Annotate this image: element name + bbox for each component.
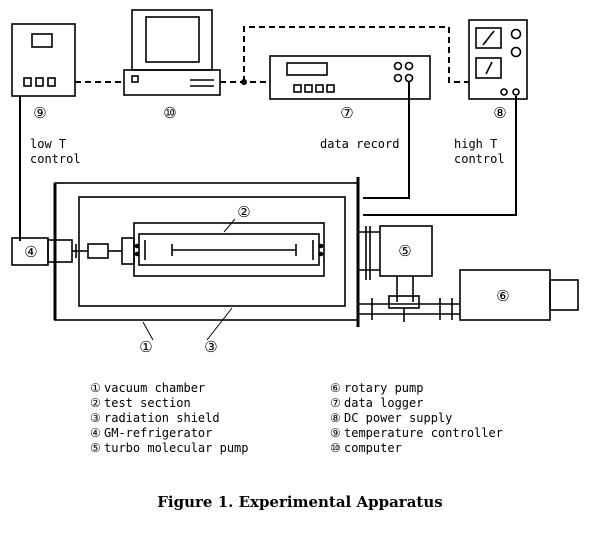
junction-dot bbox=[241, 79, 247, 85]
legend-item-text: computer bbox=[344, 441, 402, 455]
data-record-label: data record bbox=[320, 137, 399, 151]
legend-item-text: data logger bbox=[344, 396, 423, 410]
wiring bbox=[19, 82, 517, 241]
legend-item-text: GM-refrigerator bbox=[104, 426, 212, 440]
communication-lines bbox=[75, 26, 469, 83]
legend-left: ① vacuum chamber ② test section ③ radiat… bbox=[90, 381, 249, 455]
callout-10: ⑩ bbox=[163, 104, 176, 122]
data-logger-device bbox=[269, 55, 431, 100]
legend-item-text: rotary pump bbox=[344, 381, 423, 395]
legend-item-num: ④ bbox=[90, 426, 101, 440]
test-section bbox=[133, 222, 325, 277]
legend-item-num: ⑦ bbox=[330, 396, 341, 410]
legend-right: ⑥ rotary pump ⑦ data logger ⑧ DC power s… bbox=[330, 381, 503, 455]
legend-item-num: ③ bbox=[90, 411, 101, 425]
legend-item-text: vacuum chamber bbox=[104, 381, 205, 395]
legend-item-num: ⑧ bbox=[330, 411, 341, 425]
legend-item-text: radiation shield bbox=[104, 411, 220, 425]
figure-caption: Figure 1. Experimental Apparatus bbox=[157, 493, 442, 511]
legend-item-num: ① bbox=[90, 381, 101, 395]
legend-item-text: DC power supply bbox=[344, 411, 452, 425]
computer-device bbox=[123, 9, 221, 96]
legend-item-num: ② bbox=[90, 396, 101, 410]
turbo-molecular-pump bbox=[358, 225, 433, 280]
leader-lines bbox=[142, 218, 236, 341]
callout-8: ⑧ bbox=[493, 104, 506, 122]
callout-6: ⑥ bbox=[496, 287, 509, 305]
legend-item-num: ⑤ bbox=[90, 441, 101, 455]
callout-2: ② bbox=[237, 203, 250, 221]
temperature-controller-device bbox=[11, 23, 76, 97]
callout-1: ① bbox=[139, 338, 152, 356]
legend-item-text: test section bbox=[104, 396, 191, 410]
low-t-control-label-line1: low T bbox=[30, 137, 66, 151]
callout-9: ⑨ bbox=[33, 104, 46, 122]
high-t-control-label-line2: control bbox=[454, 152, 505, 166]
low-t-control-label-line2: control bbox=[30, 152, 81, 166]
legend-item-text: temperature controller bbox=[344, 426, 503, 440]
callout-3: ③ bbox=[204, 338, 217, 356]
callout-4: ④ bbox=[24, 243, 37, 261]
rotary-pump bbox=[459, 269, 579, 321]
high-t-control-label-line1: high T bbox=[454, 137, 497, 151]
gm-refrigerator bbox=[11, 237, 135, 266]
legend-item-num: ⑨ bbox=[330, 426, 341, 440]
callout-7: ⑦ bbox=[340, 104, 353, 122]
callout-5: ⑤ bbox=[398, 242, 411, 260]
vacuum-piping bbox=[358, 276, 460, 322]
legend-item-num: ⑩ bbox=[330, 441, 341, 455]
legend-item-text: turbo molecular pump bbox=[104, 441, 249, 455]
legend-item-num: ⑥ bbox=[330, 381, 341, 395]
vacuum-chamber bbox=[53, 177, 360, 327]
dc-power-supply-device bbox=[468, 19, 528, 100]
